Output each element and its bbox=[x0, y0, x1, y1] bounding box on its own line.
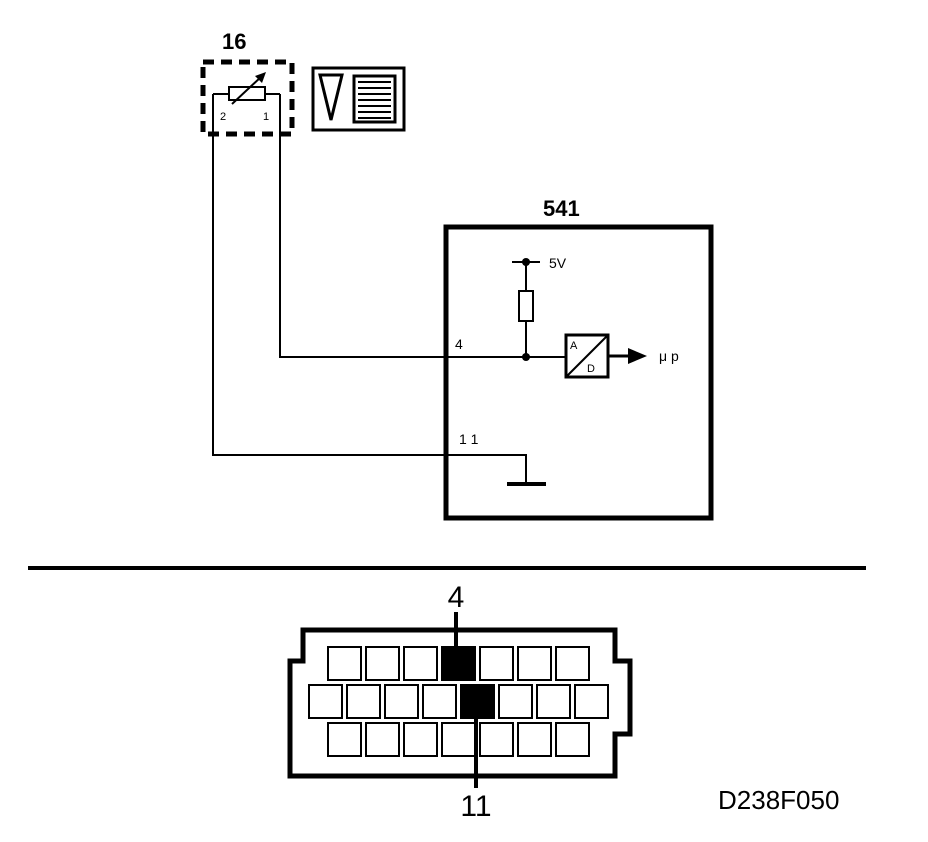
connector-pin-cell bbox=[327, 722, 362, 757]
ground-wire bbox=[212, 94, 527, 484]
arrow-right-icon bbox=[608, 348, 647, 364]
sensor-pin-1-label: 1 bbox=[263, 111, 269, 123]
connector-pin-cell bbox=[479, 722, 514, 757]
connector-pin-cell bbox=[574, 684, 609, 719]
variable-resistor-icon bbox=[213, 72, 280, 105]
connector-pin-cell bbox=[479, 646, 514, 681]
connector-pin-cell-highlighted bbox=[460, 684, 495, 719]
adc-label-a: A bbox=[570, 340, 578, 352]
connector-pin-cell bbox=[384, 684, 419, 719]
connector-pin-grid bbox=[308, 646, 609, 757]
connector-pin-cell bbox=[346, 684, 381, 719]
supply-voltage-label: 5V bbox=[549, 255, 567, 271]
connector-pin-cell bbox=[536, 684, 571, 719]
sensor-type-symbol-icon bbox=[311, 66, 406, 132]
connector-pin-cell bbox=[308, 684, 343, 719]
connector-pin-cell bbox=[327, 646, 362, 681]
connector-pin-4-label: 4 bbox=[448, 581, 465, 614]
connector-pin-cell bbox=[365, 722, 400, 757]
connector-pin-cell bbox=[365, 646, 400, 681]
connector-pin-cell bbox=[555, 722, 590, 757]
connector-pin-cell bbox=[517, 722, 552, 757]
connector-pin-cell bbox=[555, 646, 590, 681]
module-id-label: 541 bbox=[543, 196, 580, 221]
connector-pin-11-label: 11 bbox=[460, 790, 491, 823]
connector-pin-cell bbox=[403, 722, 438, 757]
sensor-id-label: 16 bbox=[222, 29, 246, 54]
figure-reference-code: D238F050 bbox=[718, 785, 839, 815]
module-pin-4-label: 4 bbox=[455, 336, 463, 352]
connector-pin-cell bbox=[441, 722, 476, 757]
adc-label-d: D bbox=[587, 363, 595, 375]
microprocessor-label: μ p bbox=[659, 348, 679, 364]
module-pin-11-label: 1 1 bbox=[459, 431, 479, 447]
connector-pin-cell bbox=[403, 646, 438, 681]
connector-pin-cell bbox=[498, 684, 533, 719]
pullup-resistor-icon bbox=[518, 290, 534, 322]
connector-housing bbox=[287, 627, 633, 779]
sensor-pin-2-label: 2 bbox=[220, 111, 226, 123]
connector-pin-cell-highlighted bbox=[441, 646, 476, 681]
connector-pin-cell bbox=[517, 646, 552, 681]
control-module-box bbox=[443, 224, 714, 521]
connector-pin-cell bbox=[422, 684, 457, 719]
ad-converter-icon bbox=[564, 333, 610, 379]
sensor-enclosure bbox=[200, 59, 295, 137]
